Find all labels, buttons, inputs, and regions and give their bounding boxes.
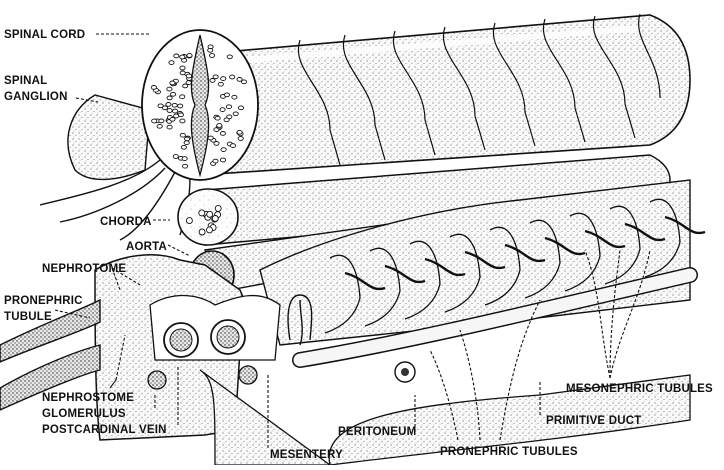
neural-cell bbox=[186, 74, 191, 78]
label-postcardinal-vein: POSTCARDINAL VEIN bbox=[42, 424, 167, 436]
label-nephrostome: NEPHROSTOME bbox=[42, 392, 134, 404]
neural-cell bbox=[183, 84, 188, 88]
chorda-cell bbox=[215, 205, 221, 211]
neural-cell bbox=[167, 87, 172, 91]
neural-cell bbox=[238, 137, 243, 141]
neural-cell bbox=[157, 124, 162, 128]
label-nephrotome: NEPHROTOME bbox=[42, 263, 126, 275]
neural-cell bbox=[166, 103, 171, 107]
neural-cell bbox=[215, 116, 220, 120]
neural-cell bbox=[180, 55, 185, 59]
neural-cell bbox=[187, 54, 192, 58]
chorda-cell bbox=[207, 227, 213, 233]
neural-cell bbox=[167, 96, 172, 100]
chorda-cell bbox=[207, 211, 213, 217]
chorda-cell bbox=[186, 218, 192, 224]
label-pronephric-tubule-line1: PRONEPHRIC bbox=[4, 295, 83, 307]
neural-cell bbox=[213, 75, 218, 79]
neural-cell bbox=[181, 145, 186, 149]
label-spinal-ganglion-line1: SPINAL bbox=[4, 75, 47, 87]
neural-cell bbox=[230, 75, 235, 79]
chorda-cell bbox=[212, 216, 218, 222]
neural-cell bbox=[158, 104, 163, 108]
neural-cell bbox=[208, 136, 213, 140]
label-mesentery: MESENTERY bbox=[270, 449, 343, 461]
neural-cell bbox=[173, 109, 178, 113]
neural-cell bbox=[220, 108, 225, 112]
neural-cell bbox=[178, 104, 183, 108]
label-pronephric-tubules: PRONEPHRIC TUBULES bbox=[440, 446, 578, 458]
neural-cell bbox=[238, 106, 243, 110]
neural-cell bbox=[170, 117, 175, 121]
neural-cell bbox=[227, 55, 232, 59]
label-glomerulus: GLOMERULUS bbox=[42, 408, 126, 420]
spinal-ganglion bbox=[68, 95, 150, 179]
neural-cell bbox=[217, 124, 222, 128]
neural-cell bbox=[220, 132, 225, 136]
neural-cell bbox=[182, 157, 187, 161]
neural-cell bbox=[183, 164, 188, 168]
neural-cell bbox=[173, 155, 178, 159]
label-primitive-duct: PRIMITIVE DUCT bbox=[546, 415, 641, 427]
neural-cell bbox=[172, 103, 177, 107]
neural-cell bbox=[233, 112, 238, 116]
neural-cell bbox=[167, 125, 172, 129]
neural-cell bbox=[221, 77, 226, 81]
neural-cell bbox=[180, 133, 185, 137]
neural-cell bbox=[224, 118, 229, 122]
neural-cell bbox=[180, 66, 185, 70]
neural-cell bbox=[185, 137, 190, 141]
label-spinal-cord: SPINAL CORD bbox=[4, 29, 85, 41]
neural-cell bbox=[178, 113, 183, 117]
neural-cell bbox=[221, 148, 226, 152]
neural-cell bbox=[180, 95, 185, 99]
label-spinal-ganglion-line2: GANGLION bbox=[4, 91, 68, 103]
neural-cell bbox=[210, 54, 215, 58]
neural-cell bbox=[167, 109, 172, 113]
label-chorda: CHORDA bbox=[100, 216, 152, 228]
neural-cell bbox=[151, 86, 156, 90]
neural-cell bbox=[170, 81, 175, 85]
label-mesonephric-tubules: MESONEPHRIC TUBULES bbox=[566, 383, 713, 395]
neural-cell bbox=[180, 71, 185, 75]
neural-cell bbox=[220, 158, 225, 162]
neural-cell bbox=[152, 119, 157, 123]
spinal-cord-cylinder bbox=[190, 15, 690, 175]
neural-cell bbox=[226, 105, 231, 109]
neural-cell bbox=[184, 141, 189, 145]
neural-cell bbox=[213, 159, 218, 163]
neural-cell bbox=[218, 82, 223, 86]
neural-cell bbox=[208, 48, 213, 52]
chorda-cell bbox=[199, 229, 205, 235]
neural-cell bbox=[237, 130, 242, 134]
label-aorta: AORTA bbox=[126, 241, 167, 253]
label-peritoneum: PERITONEUM bbox=[338, 426, 416, 438]
neural-cell bbox=[232, 95, 237, 99]
neural-cell bbox=[210, 79, 215, 83]
neural-cell bbox=[224, 93, 229, 97]
neural-cell bbox=[169, 61, 174, 65]
label-pronephric-tubule-line2: TUBULE bbox=[4, 311, 52, 323]
neural-cell bbox=[237, 78, 242, 82]
neural-cell bbox=[174, 54, 179, 58]
neural-cell bbox=[159, 119, 164, 123]
neural-cell bbox=[180, 119, 185, 123]
chorda-cell bbox=[199, 210, 205, 216]
neural-cell bbox=[171, 92, 176, 96]
neural-cell bbox=[230, 144, 235, 148]
